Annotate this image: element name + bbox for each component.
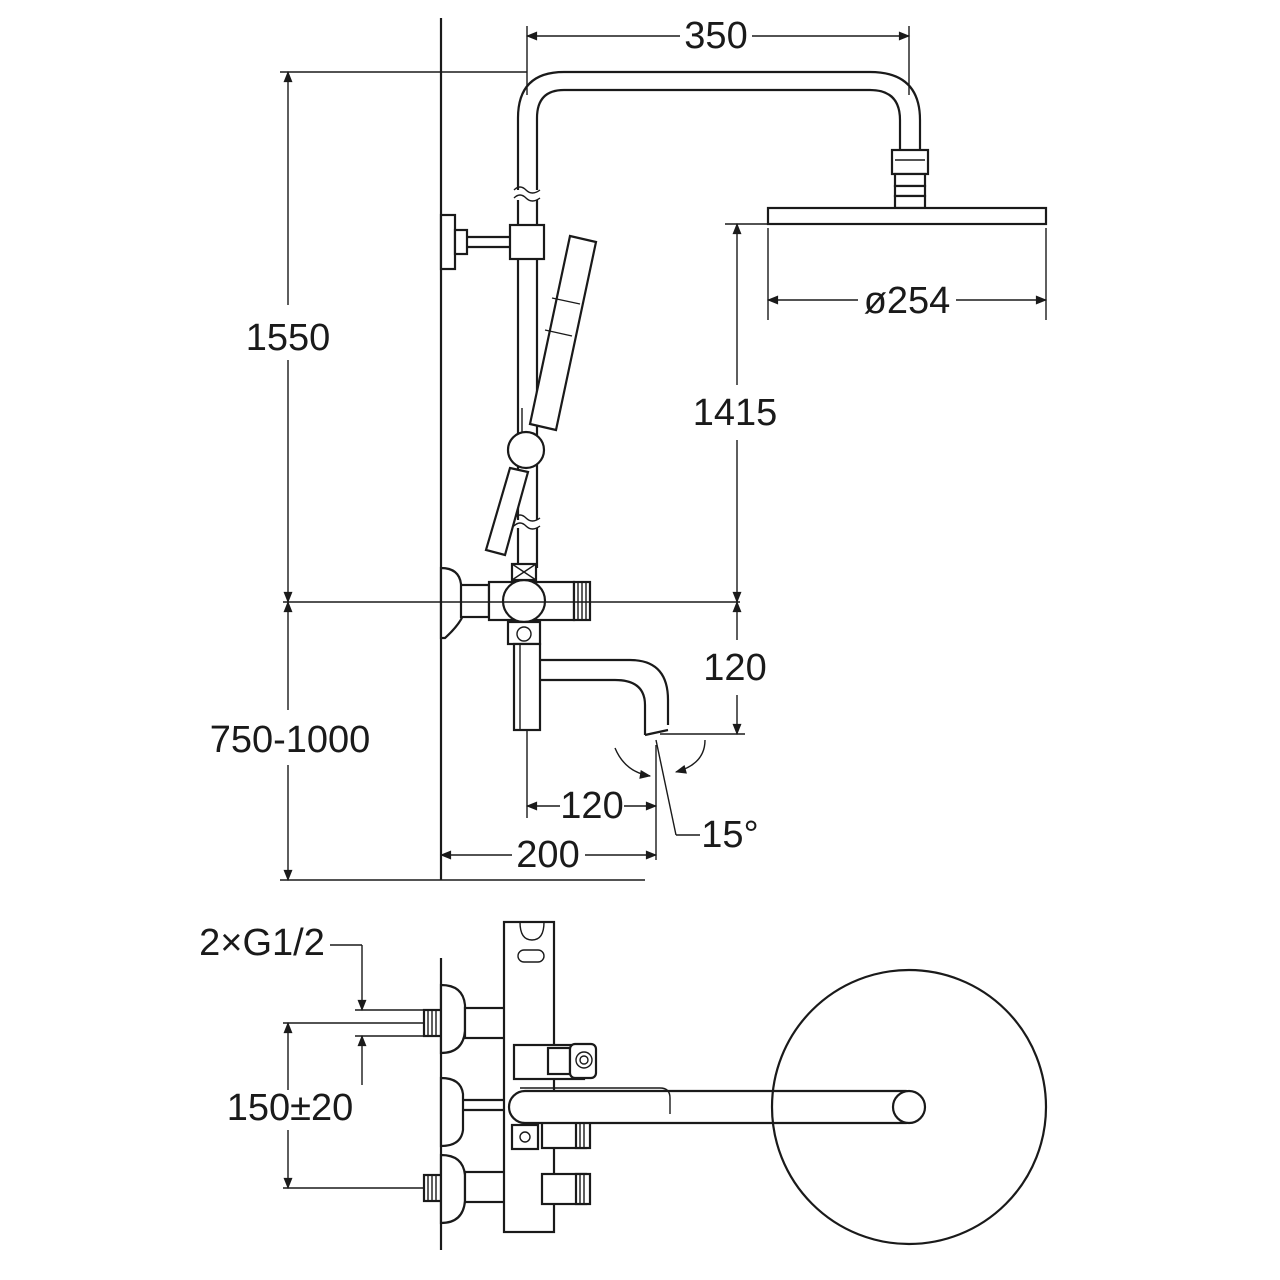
dim-head-arm-reach: 350 xyxy=(525,15,911,95)
dim-inlet-thread: 2×G1/2 xyxy=(199,922,424,1085)
wall-bracket xyxy=(439,213,546,271)
spout-side xyxy=(540,658,670,737)
top-view xyxy=(422,920,1048,1250)
mixer-top xyxy=(502,920,598,1234)
label-inlet-thread: 2×G1/2 xyxy=(199,922,325,964)
label-inlet-spacing: 150±20 xyxy=(227,1087,354,1129)
shower-head-side xyxy=(766,148,1048,226)
label-spout-drop: 120 xyxy=(703,647,766,689)
dim-head-height: 1415 xyxy=(693,222,778,604)
middle-bracket xyxy=(439,1076,512,1148)
dim-inlet-spacing: 150±20 xyxy=(227,1021,424,1190)
mixer-side xyxy=(439,562,592,732)
dim-spout-reach-riser: 120 xyxy=(525,730,658,860)
hand-shower xyxy=(484,234,598,557)
dim-total-height: 1550 xyxy=(246,70,527,604)
label-spout-angle: 15° xyxy=(701,814,758,856)
dim-mixer-height: 750-1000 xyxy=(210,600,441,882)
label-head-height: 1415 xyxy=(693,392,778,434)
label-total-height: 1550 xyxy=(246,317,331,359)
shower-head-joint xyxy=(891,1089,927,1125)
lower-inlet xyxy=(422,1153,509,1225)
label-head-arm-reach: 350 xyxy=(684,15,747,57)
dim-spout-drop: 120 xyxy=(660,600,767,736)
label-mixer-height: 750-1000 xyxy=(210,719,371,761)
label-head-diameter: ø254 xyxy=(864,280,951,322)
head-arm-top xyxy=(507,1087,924,1125)
dim-head-diameter: ø254 xyxy=(766,228,1048,322)
label-spout-reach-wall: 200 xyxy=(516,834,579,876)
side-view xyxy=(283,18,1048,881)
shower-head-top xyxy=(770,968,1048,1246)
dim-spout-reach-wall: 200 xyxy=(439,834,658,876)
dim-spout-angle: 15° xyxy=(614,739,759,856)
upper-inlet xyxy=(422,983,509,1055)
label-spout-reach-riser: 120 xyxy=(560,785,623,827)
